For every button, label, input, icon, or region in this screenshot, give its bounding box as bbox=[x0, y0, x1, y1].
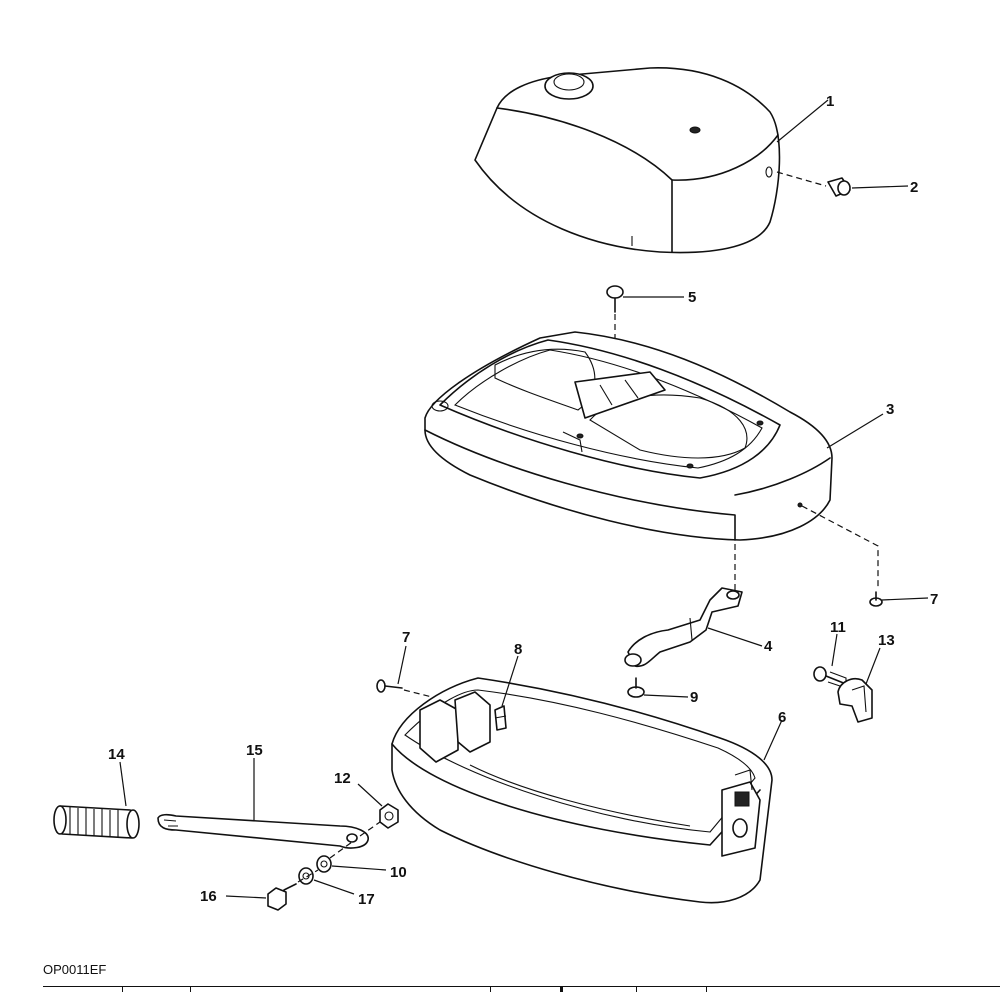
callout-8: 8 bbox=[514, 641, 522, 658]
callout-9: 9 bbox=[690, 689, 698, 706]
part-9-screw bbox=[627, 677, 645, 698]
callout-11: 11 bbox=[830, 619, 846, 636]
part-7-pin-right bbox=[869, 591, 883, 607]
part-16-bolt bbox=[267, 821, 381, 911]
part-15-tiller-arm bbox=[157, 813, 369, 849]
figure-code: OP0011EF bbox=[43, 962, 107, 977]
part-12-nut bbox=[379, 803, 399, 829]
part-1-top-cover bbox=[474, 67, 781, 254]
callout-15: 15 bbox=[246, 742, 263, 759]
footer-tick bbox=[560, 986, 563, 992]
callout-6: 6 bbox=[778, 709, 786, 726]
callout-labels: 1 2 3 4 5 6 7 7 8 9 10 11 12 13 14 15 16… bbox=[108, 93, 938, 908]
callout-7-left: 7 bbox=[402, 629, 410, 646]
callout-16: 16 bbox=[200, 888, 217, 905]
part-8-clip bbox=[494, 705, 507, 731]
footer-rule bbox=[43, 986, 1000, 987]
part-4-bracket bbox=[624, 587, 743, 668]
callout-5: 5 bbox=[688, 289, 696, 306]
callout-2: 2 bbox=[910, 179, 918, 196]
callout-10: 10 bbox=[390, 864, 407, 881]
callout-7-right: 7 bbox=[930, 591, 938, 608]
callout-1: 1 bbox=[826, 93, 834, 110]
callout-14: 14 bbox=[108, 746, 125, 763]
footer-tick bbox=[190, 986, 191, 992]
callout-4: 4 bbox=[764, 638, 773, 655]
part-5-screw bbox=[606, 285, 624, 350]
part-2-sleeve bbox=[776, 171, 851, 197]
callout-13: 13 bbox=[878, 632, 895, 649]
footer-tick bbox=[636, 986, 637, 992]
callout-12: 12 bbox=[334, 770, 351, 787]
part-6-lower-pan bbox=[391, 677, 773, 904]
part-13-clip bbox=[837, 677, 873, 723]
footer-tick bbox=[490, 986, 491, 992]
part-17-washer bbox=[298, 867, 314, 885]
part-10-washer bbox=[316, 855, 332, 873]
part-11-bolt bbox=[813, 666, 847, 689]
footer-tick bbox=[706, 986, 707, 992]
callout-17: 17 bbox=[358, 891, 375, 908]
part-14-grip bbox=[53, 805, 140, 839]
callout-3: 3 bbox=[886, 401, 894, 418]
part-3-base-tray bbox=[424, 331, 879, 590]
footer-tick bbox=[122, 986, 123, 992]
leader-lines bbox=[119, 99, 929, 899]
